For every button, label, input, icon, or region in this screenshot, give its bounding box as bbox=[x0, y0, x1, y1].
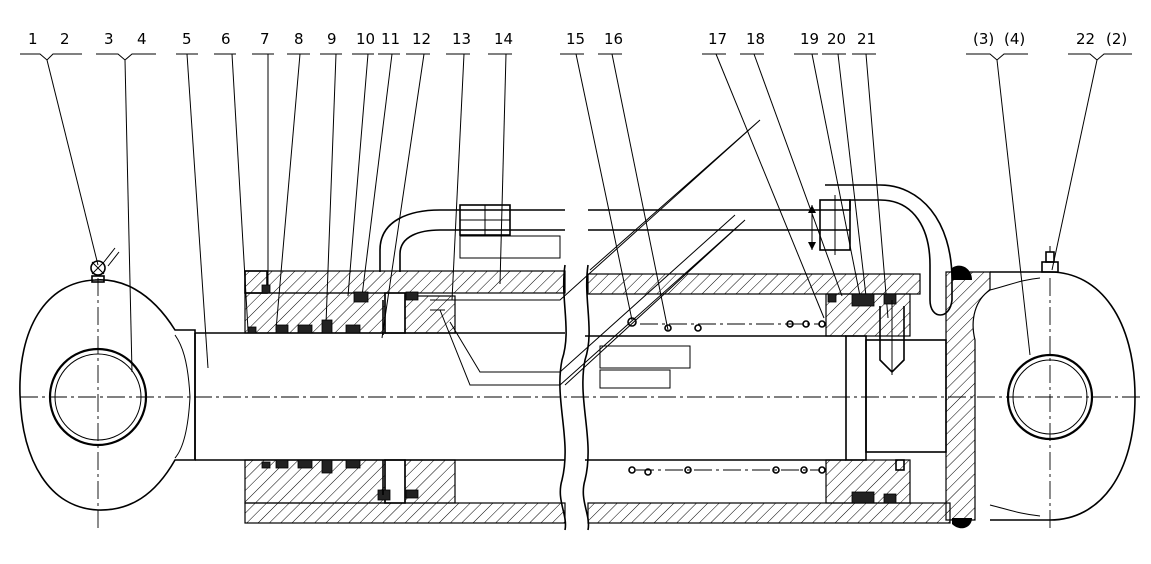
left-grease-nipple bbox=[90, 247, 120, 283]
label-15: 15 bbox=[566, 30, 585, 48]
right-rod-eye bbox=[989, 271, 1136, 521]
label-9: 9 bbox=[327, 30, 337, 48]
label-6: 6 bbox=[221, 30, 231, 48]
label-paren-2: (2) bbox=[1106, 30, 1127, 48]
barrel-top-wall-right bbox=[587, 273, 921, 295]
label-1: 1 bbox=[28, 30, 38, 48]
barrel-top-wall bbox=[244, 270, 566, 294]
label-14: 14 bbox=[494, 30, 513, 48]
label-22: 22 bbox=[1076, 30, 1095, 48]
label-paren-4: (4) bbox=[1004, 30, 1025, 48]
barrel-bottom-wall bbox=[244, 502, 566, 524]
label-7: 7 bbox=[260, 30, 270, 48]
label-2: 2 bbox=[60, 30, 70, 48]
right-grease-nipple bbox=[1041, 246, 1059, 273]
leader-lines bbox=[20, 53, 1132, 373]
label-13: 13 bbox=[452, 30, 471, 48]
part-labels: 1 2 3 4 5 6 7 8 9 10 11 12 13 14 15 16 1… bbox=[28, 30, 1127, 48]
label-17: 17 bbox=[708, 30, 727, 48]
label-19: 19 bbox=[800, 30, 819, 48]
label-10: 10 bbox=[356, 30, 375, 48]
piston bbox=[825, 293, 947, 504]
label-3: 3 bbox=[104, 30, 114, 48]
label-5: 5 bbox=[182, 30, 192, 48]
label-12: 12 bbox=[412, 30, 431, 48]
guide-sleeve-head bbox=[244, 270, 456, 504]
label-18: 18 bbox=[746, 30, 765, 48]
piston-rod bbox=[194, 332, 846, 461]
barrel-bottom-wall-right bbox=[587, 502, 951, 524]
left-rod-eye bbox=[19, 279, 196, 511]
label-20: 20 bbox=[827, 30, 846, 48]
label-11: 11 bbox=[381, 30, 400, 48]
label-4: 4 bbox=[137, 30, 147, 48]
pipe-clamp-bracket bbox=[430, 119, 761, 389]
cylinder-barrel bbox=[244, 264, 951, 531]
label-21: 21 bbox=[857, 30, 876, 48]
label-paren-3: (3) bbox=[973, 30, 994, 48]
spring-and-balls bbox=[627, 317, 826, 476]
label-8: 8 bbox=[294, 30, 304, 48]
end-cap bbox=[945, 265, 991, 529]
label-16: 16 bbox=[604, 30, 623, 48]
